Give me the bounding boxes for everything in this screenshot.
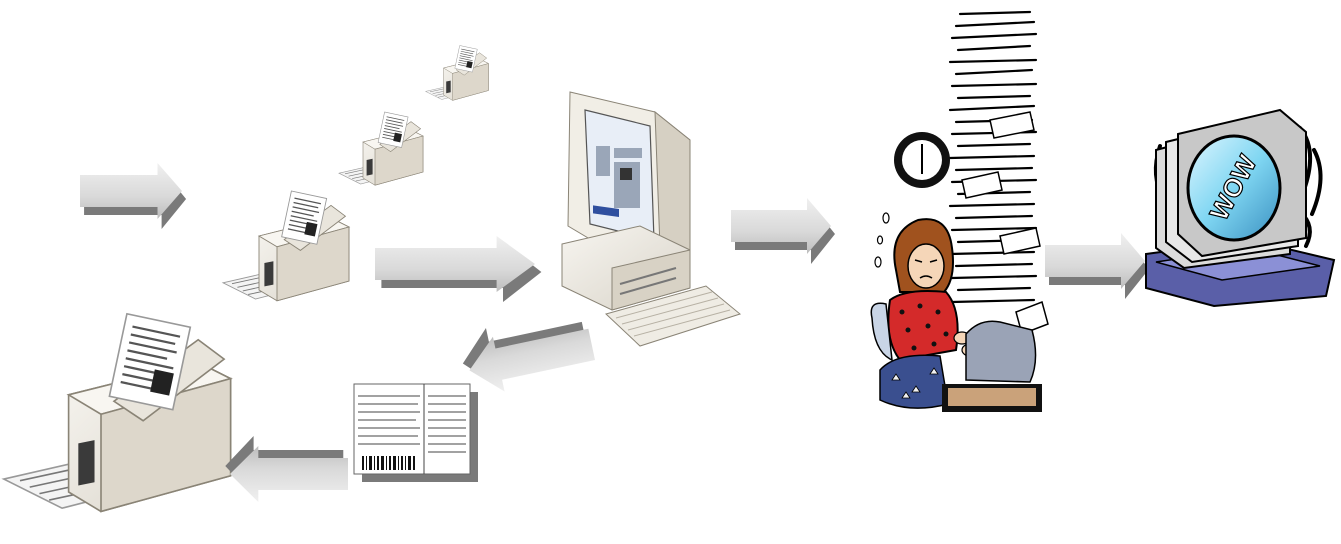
computer-icon — [562, 92, 740, 346]
arrow-worker-to-monitor — [1045, 233, 1149, 299]
wow-monitor: WOW — [1146, 110, 1334, 306]
printer-icon — [339, 112, 423, 185]
arrow-computer-to-worker — [731, 198, 835, 264]
printer-icon — [4, 314, 231, 512]
clock-icon — [894, 132, 950, 188]
overwhelmed-worker — [871, 12, 1048, 412]
arrow-printers-to-computer — [375, 236, 541, 302]
computer — [562, 92, 740, 346]
arrow-start-to-printers — [80, 163, 186, 229]
wow-monitor-icon: WOW — [1146, 110, 1334, 306]
arrow-label-to-printer — [225, 436, 348, 502]
arrow-computer-to-label — [457, 307, 598, 399]
overwhelmed-worker-icon — [871, 12, 1048, 412]
printer-icon — [426, 46, 489, 101]
shipping-label — [354, 384, 478, 482]
shipping-label-icon — [354, 384, 478, 482]
printer-icon — [223, 191, 349, 301]
